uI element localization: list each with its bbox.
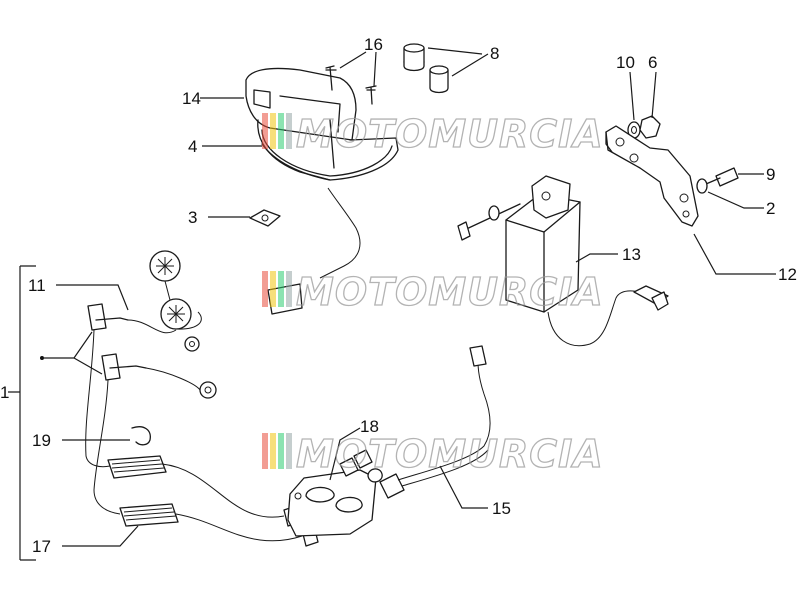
watermark-stripe-red [262, 113, 268, 149]
watermark-stripe-grey [286, 271, 292, 307]
part-19-clip [131, 426, 151, 446]
callout-15: 15 [492, 499, 511, 518]
leader-dot [40, 356, 44, 360]
switch-wire-b [93, 379, 121, 515]
module-cable [547, 290, 641, 347]
part-8-bushings [403, 43, 449, 94]
callout-19: 19 [32, 431, 51, 450]
watermark-stripe-green [278, 113, 284, 149]
part-9-bolt [705, 167, 739, 187]
housing-wire [319, 187, 361, 279]
watermark-stripe-yellow [270, 113, 276, 149]
callout-8: 8 [490, 44, 499, 63]
callout-17: 17 [32, 537, 51, 556]
part-17-brake-switches [107, 455, 319, 547]
part-6-nut [639, 115, 661, 139]
watermark-stripe-yellow [270, 433, 276, 469]
callout-9: 9 [766, 165, 775, 184]
callout-6: 6 [648, 53, 657, 72]
watermark-stripe-yellow [270, 271, 276, 307]
part-18-plate [287, 449, 383, 537]
callout-2: 2 [766, 199, 775, 218]
module-washer [488, 205, 500, 221]
callout-13: 13 [622, 245, 641, 264]
watermark-stripe-red [262, 271, 268, 307]
watermark-text: MOTOMURCIA [296, 270, 604, 314]
part-15-cable [379, 345, 491, 499]
watermark-stripe-red [262, 433, 268, 469]
callout-10: 10 [616, 53, 635, 72]
part-3-square-nut [249, 209, 281, 227]
watermark-stripe-green [278, 433, 284, 469]
watermark-stripe-grey [286, 433, 292, 469]
callout-labels: 16 8 14 4 3 10 6 9 2 13 12 11 1 19 17 18… [0, 35, 797, 556]
part-2-washer [696, 178, 708, 194]
callout-4: 4 [188, 137, 197, 156]
watermark-text: MOTOMURCIA [296, 112, 604, 156]
callout-14: 14 [182, 89, 201, 108]
leader-lines [8, 47, 776, 561]
part-11-switches [87, 250, 217, 399]
watermark-1: MOTOMURCIA [262, 111, 604, 157]
callout-1: 1 [0, 383, 9, 402]
watermark-3: MOTOMURCIA [262, 431, 604, 477]
callout-3: 3 [188, 208, 197, 227]
watermark-stripe-green [278, 271, 284, 307]
watermark-2: MOTOMURCIA [262, 269, 604, 315]
callout-18: 18 [360, 417, 379, 436]
callout-12: 12 [778, 265, 797, 284]
callout-11: 11 [28, 276, 46, 295]
watermark-text: MOTOMURCIA [296, 432, 604, 476]
switch-wire-a [85, 329, 111, 468]
watermark-stripe-grey [286, 113, 292, 149]
part-16-screws [325, 65, 377, 105]
part-12-bracket [605, 125, 699, 227]
part-13-module [505, 175, 581, 313]
callout-16: 16 [364, 35, 383, 54]
